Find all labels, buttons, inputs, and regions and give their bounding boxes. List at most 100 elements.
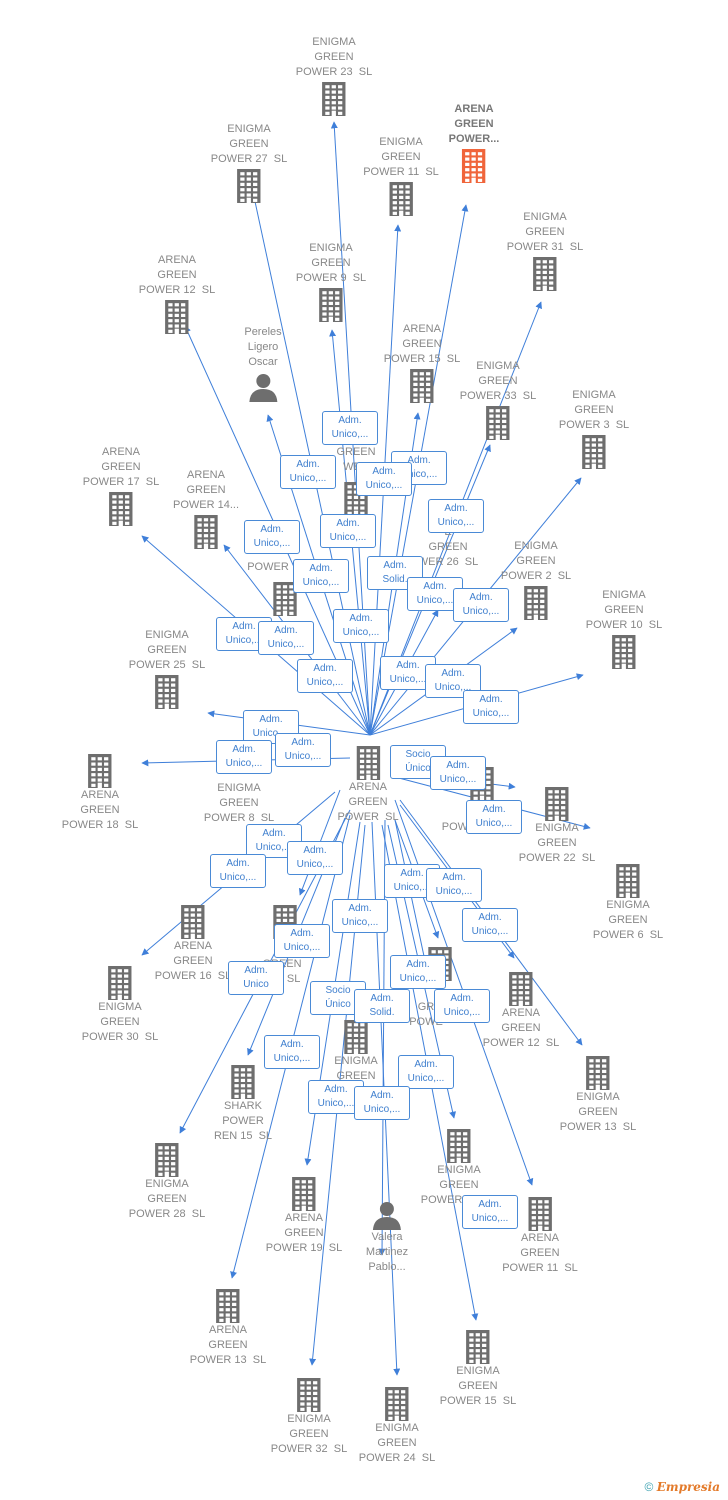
company-node[interactable]: ENIGMA GREEN POWER 6 SL: [593, 862, 663, 943]
node-label: ENIGMA GREEN POWER 9 SL: [295, 242, 367, 284]
relation-label[interactable]: Adm. Unico,...: [287, 841, 343, 875]
footer-brand[interactable]: © Empresia: [645, 1480, 720, 1494]
company-node[interactable]: ENIGMA GREEN POWER 28 SL: [129, 1141, 205, 1222]
relation-label[interactable]: Adm. Unico,...: [264, 1035, 320, 1069]
company-node[interactable]: ENIGMA GREEN POWER 13 SL: [560, 1054, 636, 1135]
relation-label[interactable]: Adm. Unico,...: [216, 740, 272, 774]
company-node[interactable]: [271, 580, 299, 616]
relation-label[interactable]: Adm. Unico,...: [274, 924, 330, 958]
relation-label[interactable]: Adm. Unico,...: [430, 756, 486, 790]
relation-label[interactable]: Adm. Unico,...: [426, 868, 482, 902]
relation-label[interactable]: Adm. Solid.: [354, 989, 410, 1023]
building-icon: [410, 369, 434, 403]
building-icon: [155, 1143, 179, 1177]
company-node[interactable]: ENIGMA GREEN POWER 10 SL: [586, 588, 662, 669]
building-icon: [319, 288, 343, 322]
company-node[interactable]: ARENA GREEN POWER 15 SL: [384, 322, 460, 403]
company-node[interactable]: SHARK POWER REN 15 SL: [214, 1063, 272, 1144]
company-node[interactable]: ENIGMA GREEN POWER 30 SL: [82, 964, 158, 1045]
relation-label[interactable]: Adm. Unico,...: [425, 664, 481, 698]
company-node[interactable]: ENIGMA GREEN POWER 31 SL: [507, 210, 583, 291]
company-node[interactable]: ENIGMA GREEN POWER 33 SL: [460, 359, 536, 440]
company-node[interactable]: ENIGMA GREEN POWER 14 SL: [421, 1127, 497, 1208]
relation-label[interactable]: Adm. Unico,...: [258, 621, 314, 655]
company-node[interactable]: ARENA GREEN POWER 12 SL: [139, 253, 215, 334]
building-icon: [582, 435, 606, 469]
building-icon: [385, 1387, 409, 1421]
node-label: ARENA GREEN POWER...: [448, 103, 500, 145]
relation-label[interactable]: Adm. Unico,...: [390, 955, 446, 989]
company-node[interactable]: ARENA GREEN POWER 17 SL: [83, 445, 159, 526]
node-label: ENIGMA GREEN POWER 27 SL: [210, 123, 288, 165]
node-label: ARENA GREEN POWER 12 SL: [138, 254, 216, 296]
relation-label[interactable]: Adm. Unico,...: [356, 462, 412, 496]
company-node[interactable]: ENIGMA GREEN POWER 22 SL: [519, 785, 595, 866]
company-node[interactable]: ARENA GREEN POWER 11 SL: [502, 1195, 578, 1276]
person-node[interactable]: Pereles Ligero Oscar: [244, 325, 282, 402]
building-icon: [466, 1330, 490, 1364]
company-node[interactable]: ENIGMA GREEN POWER 9 SL: [296, 241, 366, 322]
company-node[interactable]: ENIGMA GREEN: [334, 1054, 377, 1084]
company-node[interactable]: ENIGMA GREEN POWER 25 SL: [129, 628, 205, 709]
relation-label[interactable]: Adm. Unico,...: [453, 588, 509, 622]
person-node[interactable]: Valera Martinez Pablo...: [366, 1198, 408, 1275]
building-icon: [344, 1020, 368, 1054]
company-node[interactable]: ENIGMA GREEN POWER 24 SL: [359, 1385, 435, 1466]
node-label: ARENA GREEN POWER 19 SL: [265, 1212, 343, 1254]
relation-label[interactable]: Adm. Unico,...: [466, 800, 522, 834]
node-label: ENIGMA GREEN POWER 10 SL: [585, 589, 663, 631]
relation-label[interactable]: Adm. Unico,...: [322, 411, 378, 445]
building-icon: [109, 492, 133, 526]
node-label: ENIGMA GREEN POWER 25 SL: [128, 629, 206, 671]
relation-label[interactable]: Adm. Unico,...: [354, 1086, 410, 1120]
building-icon: [389, 182, 413, 216]
building-icon: [231, 1065, 255, 1099]
company-node[interactable]: [342, 1018, 370, 1054]
relation-label[interactable]: Adm. Unico,...: [462, 908, 518, 942]
relation-label[interactable]: Adm. Unico,...: [210, 854, 266, 888]
relation-label[interactable]: Adm. Unico,...: [428, 499, 484, 533]
building-icon: [273, 582, 297, 616]
relation-label[interactable]: Adm. Unico,...: [244, 520, 300, 554]
company-node[interactable]: ARENA GREEN POWER 14...: [173, 468, 239, 549]
company-node[interactable]: ENIGMA GREEN POWER 15 SL: [440, 1328, 516, 1409]
relation-label[interactable]: Adm. Unico: [228, 961, 284, 995]
center-company-node[interactable]: ARENA GREEN POWER SL: [337, 744, 399, 825]
relation-label[interactable]: Adm. Unico,...: [293, 559, 349, 593]
building-icon: [181, 905, 205, 939]
relation-label[interactable]: Adm. Unico,...: [332, 899, 388, 933]
company-node[interactable]: ENIGMA GREEN POWER 2 SL: [501, 539, 571, 620]
company-node[interactable]: ENIGMA GREEN POWER 23 SL: [296, 35, 372, 116]
company-node[interactable]: ENIGMA GREEN POWER 8 SL: [204, 781, 274, 826]
relation-label[interactable]: Socio Único: [310, 981, 366, 1015]
node-label: ENIGMA GREEN POWER 30 SL: [81, 1001, 159, 1043]
relation-label[interactable]: Adm. Unico,...: [320, 514, 376, 548]
company-node[interactable]: ENIGMA GREEN POWER 32 SL: [271, 1376, 347, 1457]
relation-label[interactable]: Adm. Unico,...: [434, 989, 490, 1023]
company-node[interactable]: POWER: [247, 560, 289, 575]
relation-label[interactable]: Adm. Unico,...: [280, 455, 336, 489]
company-node[interactable]: E GREEN WER 26 SL: [418, 525, 479, 570]
relation-label[interactable]: Adm. Unico,...: [462, 1195, 518, 1229]
company-node[interactable]: ARENA GREEN POWER 19 SL: [266, 1175, 342, 1256]
company-node[interactable]: ENIGMA GREEN POWER 27 SL: [211, 122, 287, 203]
company-node[interactable]: ARENA GREEN POWER 13 SL: [190, 1287, 266, 1368]
relation-label[interactable]: Adm. Unico,...: [297, 659, 353, 693]
relation-label[interactable]: Adm. Unico,...: [463, 690, 519, 724]
company-node[interactable]: ARENA GREEN POWER...: [448, 102, 500, 183]
company-node[interactable]: ENIGMA GREEN POWER 11 SL: [363, 135, 439, 216]
node-label: ARENA GREEN POWER 13 SL: [189, 1324, 267, 1366]
building-icon: [616, 864, 640, 898]
relation-label[interactable]: Adm. Unico,...: [398, 1055, 454, 1089]
relation-label[interactable]: Adm. Unico,...: [275, 733, 331, 767]
company-node[interactable]: ARENA GREEN POWER 18 SL: [62, 752, 138, 833]
relation-label[interactable]: Adm. Unico,...: [333, 609, 389, 643]
relation-label[interactable]: Adm. Unico,...: [391, 451, 447, 485]
company-node[interactable]: ENIGMA GREEN POWER 3 SL: [559, 388, 629, 469]
building-icon: [237, 169, 261, 203]
company-node[interactable]: ARENA GREEN POWER 12 SL: [483, 970, 559, 1051]
node-label: Valera Martinez Pablo...: [365, 1231, 409, 1273]
building-icon: [165, 300, 189, 334]
building-icon: [216, 1289, 240, 1323]
company-node[interactable]: ARENA GREEN POWER 16 SL: [155, 903, 231, 984]
